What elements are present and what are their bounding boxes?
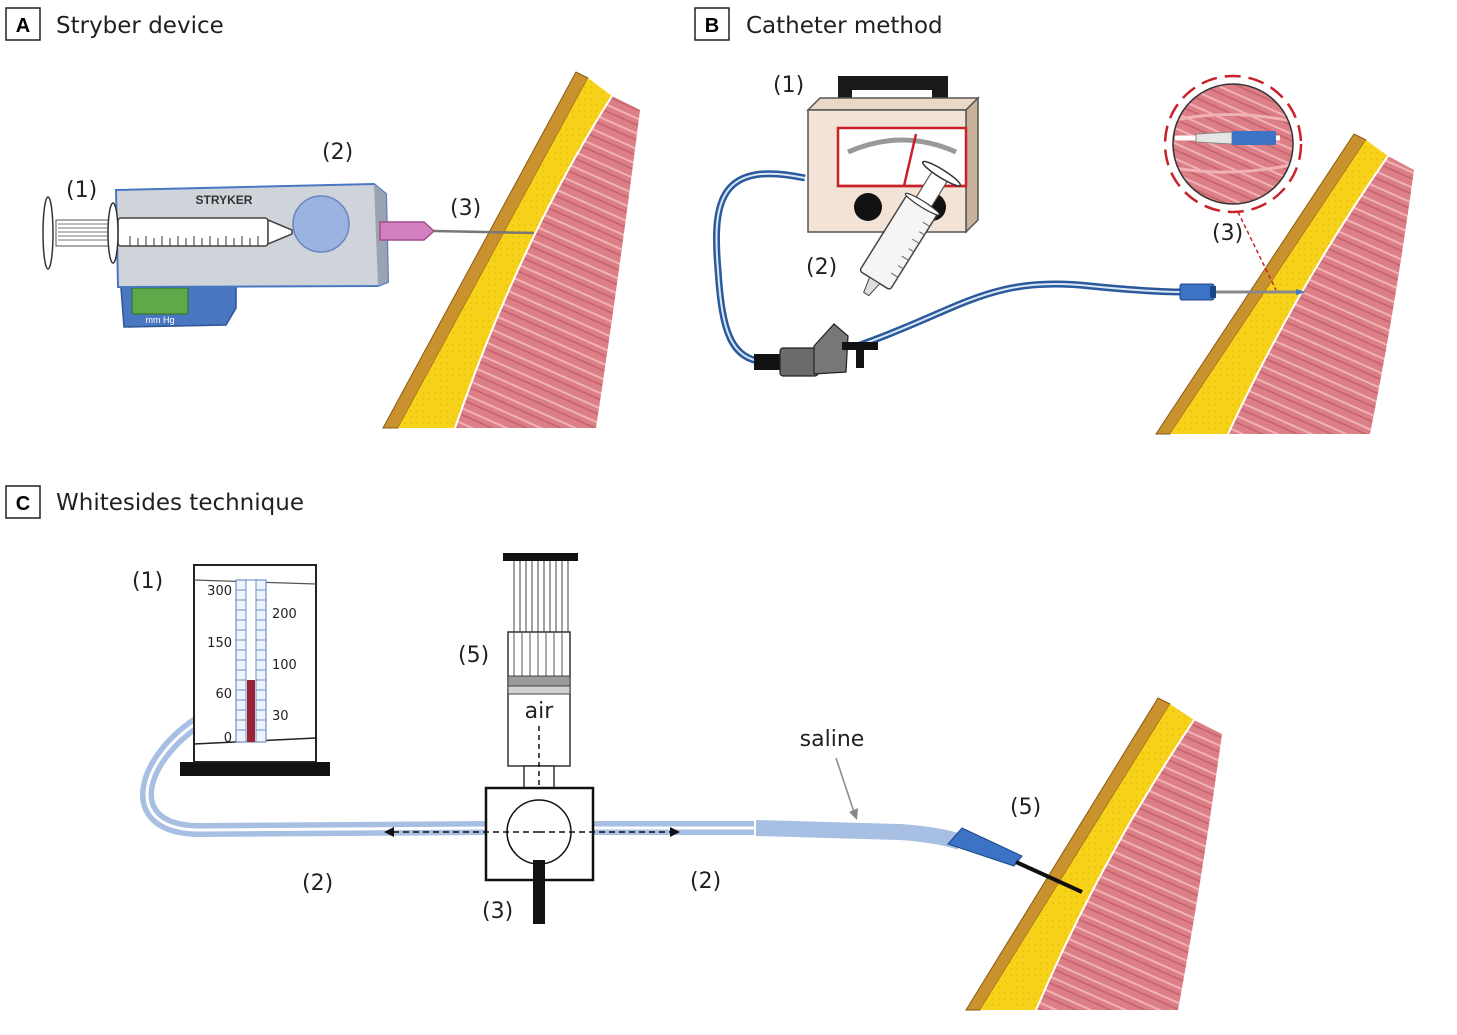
three-way-stopcock-b xyxy=(754,323,878,377)
label-c-tube-right: (2) xyxy=(690,869,721,894)
panel-c: C Whitesides technique xyxy=(5,485,1222,1011)
tissue-layers-c xyxy=(965,697,1222,1011)
three-way-stopcock-c xyxy=(384,786,680,924)
stryker-brand-label: STRYKER xyxy=(196,193,253,207)
scale-left-60: 60 xyxy=(215,687,232,702)
manometer-mercury-column xyxy=(247,680,255,742)
panel-a-letter-box xyxy=(5,7,41,41)
scale-left-150: 150 xyxy=(207,636,232,651)
muscle-layer xyxy=(1228,156,1414,434)
stryker-display-unit: mm Hg xyxy=(146,315,175,325)
label-c-manometer: (1) xyxy=(132,569,163,594)
stryker-needle-hub xyxy=(379,221,436,241)
catheter-needle xyxy=(1179,283,1306,301)
panel-b-title: Catheter method xyxy=(746,13,943,39)
saline-segment xyxy=(755,820,963,850)
needle-shaft xyxy=(1015,860,1083,894)
stryker-plunger-thumb xyxy=(42,196,54,270)
connecting-tube-right xyxy=(594,820,963,850)
syringe-thumb-press xyxy=(503,553,578,561)
panel-c-letter-box xyxy=(5,485,41,519)
stryker-syringe-graduations xyxy=(129,236,259,246)
muscle-layer xyxy=(455,96,640,428)
stryker-device: mm Hg STRYKER xyxy=(42,182,535,328)
magnifier-inset xyxy=(1163,74,1303,291)
panel-c-title: Whitesides technique xyxy=(56,490,304,516)
whitesides-needle xyxy=(947,827,1083,894)
panel-c-letter: C xyxy=(16,493,30,515)
stryker-syringe-barrel xyxy=(117,217,269,247)
panel-b-letter: B xyxy=(705,15,719,37)
monitor-knob-left xyxy=(854,193,882,221)
panel-b-letter-box xyxy=(694,7,730,41)
fat-layer xyxy=(1170,140,1388,434)
label-b-3: (3) xyxy=(1212,221,1243,246)
label-a-3: (3) xyxy=(450,196,481,221)
panel-a-letter: A xyxy=(16,15,30,37)
scale-right-30: 30 xyxy=(272,709,289,724)
stopcock-handle xyxy=(533,860,545,924)
tissue-layers-b xyxy=(1155,133,1414,435)
panel-a-title: Stryber device xyxy=(56,13,224,39)
label-b-1: (1) xyxy=(773,73,804,98)
manometer-base xyxy=(180,762,330,776)
saline-label: saline xyxy=(800,727,865,752)
scale-right-200: 200 xyxy=(272,607,297,622)
label-a-2: (2) xyxy=(322,140,353,165)
fat-layer xyxy=(980,704,1194,1010)
connecting-tube-left xyxy=(140,716,487,838)
muscle-layer xyxy=(1036,720,1222,1010)
air-label: air xyxy=(525,699,555,724)
magnifier-pointer xyxy=(1237,211,1277,291)
scale-left-300: 300 xyxy=(207,584,232,599)
label-c-stopcock: (3) xyxy=(482,899,513,924)
fat-layer xyxy=(398,78,612,428)
label-a-1: (1) xyxy=(66,178,97,203)
label-b-2: (2) xyxy=(806,255,837,280)
syringe-plunger-rod xyxy=(513,561,569,632)
catheter-tubing xyxy=(712,170,1185,366)
scale-left-0: 0 xyxy=(224,731,232,746)
label-c-needle: (5) xyxy=(1010,795,1041,820)
manometer-ticks xyxy=(236,589,266,731)
catheter-syringe xyxy=(859,160,961,297)
pressure-monitor xyxy=(806,76,980,234)
label-c-syringe: (5) xyxy=(458,643,489,668)
monitor-handle xyxy=(838,76,948,112)
scale-right-100: 100 xyxy=(272,658,297,673)
label-c-tube-left: (2) xyxy=(302,871,333,896)
stryker-pressure-chamber xyxy=(292,195,350,253)
panel-a: A Stryber device mm Hg STRYKER xyxy=(5,7,640,429)
air-syringe: air xyxy=(503,553,578,820)
mercury-manometer: 300 150 60 0 200 100 30 xyxy=(180,564,330,776)
tissue-layers-a xyxy=(382,71,640,429)
saline-pointer xyxy=(835,757,856,816)
stryker-needle xyxy=(433,229,535,235)
syringe-rubber-stopper xyxy=(507,675,571,687)
monitor-needle xyxy=(902,133,918,187)
panel-b: B Catheter method xyxy=(694,7,1414,435)
stryker-display-screen xyxy=(131,287,189,315)
